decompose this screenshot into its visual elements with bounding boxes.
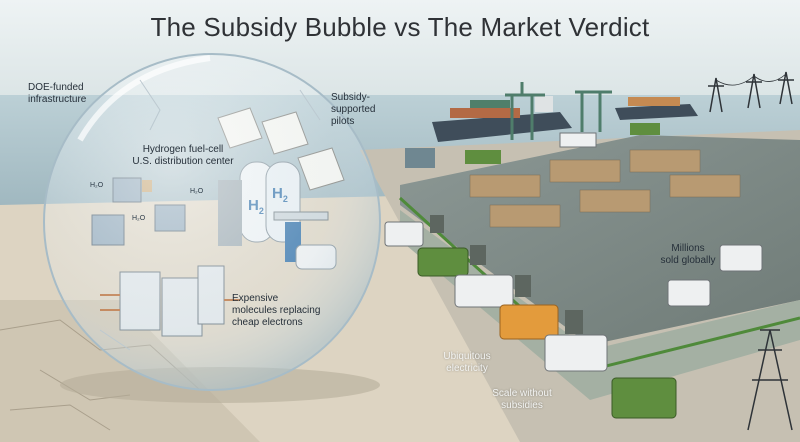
- water-label: H₂O: [132, 215, 146, 222]
- delivery-van-icon: [384, 221, 763, 419]
- cargo-ship-icon: [615, 97, 698, 120]
- cargo-ship-icon: [432, 96, 572, 142]
- water-label: H₂O: [190, 188, 204, 195]
- power-pylon-icon: [708, 71, 794, 113]
- water-label: H₂O: [90, 182, 104, 189]
- subsidy-bubble: [43, 53, 381, 391]
- label-scale-without-subsidies: Scale without subsidies: [492, 388, 552, 411]
- label-subsidy-pilots: Subsidy- supported pilots: [331, 92, 376, 127]
- warehouse-wall: [400, 185, 800, 400]
- power-pylon-icon: [747, 329, 793, 431]
- label-expensive-molecules: Expensive molecules replacing cheap elec…: [232, 293, 321, 328]
- page-title: The Subsidy Bubble vs The Market Verdict: [150, 12, 650, 42]
- label-ubiquitous-electricity: Ubiquitous electricity: [443, 351, 491, 374]
- label-distribution-center: Hydrogen fuel-cell U.S. distribution cen…: [132, 144, 234, 167]
- crane-icon: [505, 82, 612, 140]
- label-doe-funded-infrastructure: DOE-funded infrastructure: [28, 82, 87, 105]
- label-millions-sold: Millions sold globally: [660, 243, 716, 266]
